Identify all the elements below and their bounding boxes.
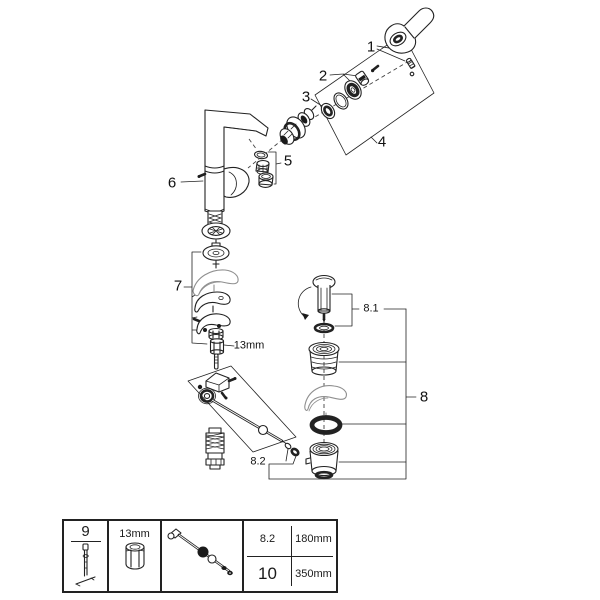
pop-up-knob: [312, 274, 336, 323]
callout-5: 5: [283, 152, 293, 170]
seal-ring-group: [310, 98, 336, 120]
aerator-group: [253, 150, 282, 188]
callout-2: 2: [318, 67, 328, 85]
pop-up-rod-assembly: [187, 353, 300, 480]
accessories-table: 9 13mm: [62, 519, 338, 593]
cartridge: [279, 105, 317, 145]
lever-handle-group: [376, 7, 435, 77]
clamp-lower: [192, 313, 231, 335]
table-cell-specs: 8.2 180mm 10 350mm: [244, 521, 336, 591]
callout-1: 1: [366, 38, 376, 56]
o-ring-upper: [333, 92, 349, 110]
pop-up-rod-icon: [166, 528, 233, 576]
spec-length-2: 350mm: [295, 567, 332, 580]
drain-o-ring: [309, 415, 343, 435]
rotation-arrow: [297, 286, 312, 318]
callout-8-1: 8.1: [363, 302, 379, 315]
nut-size-label: 13mm: [119, 528, 150, 540]
clamp-upper: [194, 291, 231, 313]
callout-6: 6: [167, 174, 177, 192]
callout-4: 4: [377, 133, 387, 151]
faucet-body: [180, 109, 269, 214]
handle-screw: [405, 57, 416, 69]
aerator-cap: [258, 172, 274, 188]
callout-8: 8: [419, 388, 429, 406]
nut-13mm-icon: [124, 542, 145, 570]
spec-divider-horizontal: [247, 556, 333, 558]
spec-ref-2: 10: [258, 563, 277, 583]
callout-3: 3: [301, 88, 311, 106]
table-cell-nut: 13mm: [109, 521, 162, 591]
sleeve-13mm: [209, 338, 225, 355]
spec-length-1: 180mm: [295, 532, 332, 545]
dome-cap: [344, 80, 362, 100]
handle-plug: [409, 71, 415, 77]
fixing-set: [183, 251, 239, 355]
mounting-tool-icon: [74, 543, 96, 587]
spacer-wedge: [192, 269, 239, 297]
table-cell-tool: 9: [64, 521, 109, 591]
adapter-sleeve: [355, 70, 370, 86]
tool-number: 9: [70, 523, 101, 542]
callout-8-2: 8.2: [250, 455, 266, 468]
rod-joint-block: [197, 372, 237, 400]
callout-7: 7: [173, 277, 183, 295]
mounting-nut: [208, 327, 224, 341]
flex-hose: [205, 427, 225, 470]
shank-washers: [201, 210, 231, 269]
callout-13mm: 13mm: [233, 339, 265, 352]
reference-plane-4: [314, 33, 435, 156]
drain-washer: [313, 322, 335, 334]
rod-grommet: [198, 387, 216, 405]
cap-ring-group: [329, 64, 380, 110]
drain-assembly: [268, 274, 417, 480]
spec-ref-1: 8.2: [259, 532, 276, 545]
table-cell-rod: [162, 521, 244, 591]
drain-flange: [308, 341, 340, 376]
drain-spacer-wedge: [304, 385, 347, 419]
aerator-insert: [255, 159, 270, 175]
drain-body: [305, 441, 339, 480]
